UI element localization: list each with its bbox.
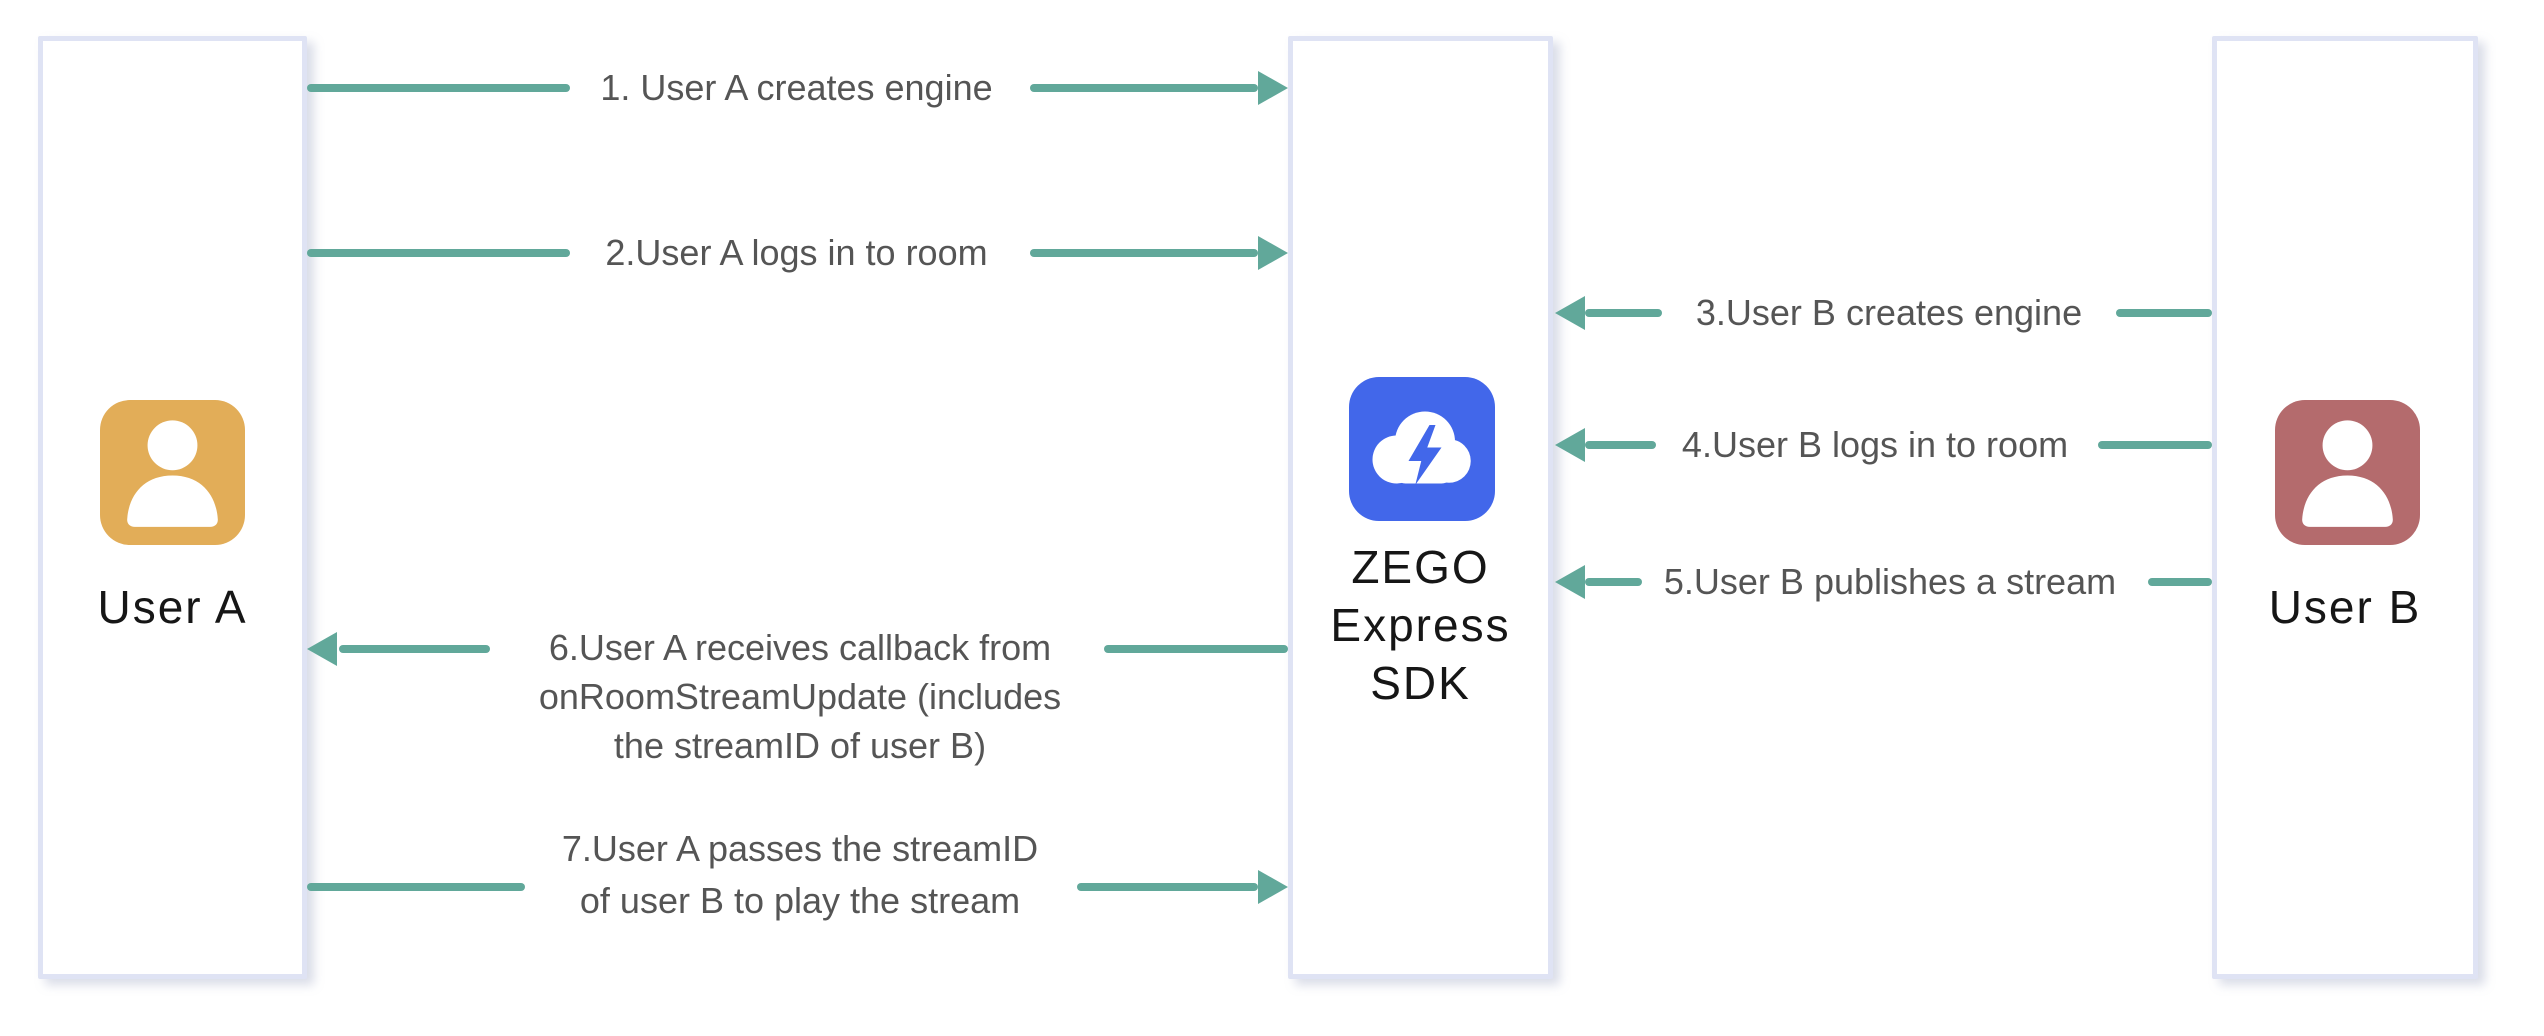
arrow-line: [1030, 84, 1258, 92]
arrow-line: [2098, 441, 2212, 449]
arrowhead-right-icon: [1258, 870, 1288, 904]
arrowhead-left-icon: [1555, 296, 1585, 330]
arrowhead-left-icon: [1555, 565, 1585, 599]
arrow-line: [307, 84, 570, 92]
actor-panel-zego-sdk: ZEGO Express SDK: [1288, 36, 1553, 979]
arrowhead-left-icon: [1555, 428, 1585, 462]
flow-label: 5.User B publishes a stream: [1663, 561, 2117, 602]
arrow-line: [339, 645, 490, 653]
arrowhead-right-icon: [1258, 71, 1288, 105]
flow-label: 2.User A logs in to room: [605, 232, 988, 273]
arrow-line: [1585, 309, 1662, 317]
user-b-avatar-icon: [2275, 400, 2420, 545]
arrow-line: [2116, 309, 2212, 317]
zego-cloud-lightning-icon: [1349, 377, 1495, 521]
flow-label: 3.User B creates engine: [1695, 292, 2083, 333]
actor-panel-user-a: User A: [38, 36, 307, 979]
actor-title-user-b: User B: [2268, 581, 2422, 633]
user-a-avatar-icon: [100, 400, 245, 545]
actor-title-zego-sdk: ZEGO Express SDK: [1330, 541, 1511, 709]
actor-title-user-a: User A: [97, 581, 248, 633]
person-icon: [127, 420, 218, 527]
cloud-lightning-icon: [1372, 411, 1471, 485]
arrow-line: [1077, 883, 1258, 891]
arrow-line: [307, 883, 525, 891]
flow-label: 6.User A receives callback from onRoomSt…: [538, 627, 1062, 766]
arrow-line: [2148, 578, 2212, 586]
flow-label: 1. User A creates engine: [600, 67, 993, 108]
flow-label: 7.User A passes the streamID of user B t…: [561, 828, 1039, 921]
arrow-line: [1030, 249, 1258, 257]
arrowhead-right-icon: [1258, 236, 1288, 270]
arrow-line: [1585, 578, 1642, 586]
arrow-line: [1585, 441, 1656, 449]
arrow-line: [1104, 645, 1288, 653]
person-icon: [2302, 420, 2393, 527]
arrowhead-left-icon: [307, 632, 337, 666]
flow-label: 4.User B logs in to room: [1681, 424, 2069, 465]
arrow-line: [307, 249, 570, 257]
actor-panel-user-b: User B: [2212, 36, 2478, 979]
